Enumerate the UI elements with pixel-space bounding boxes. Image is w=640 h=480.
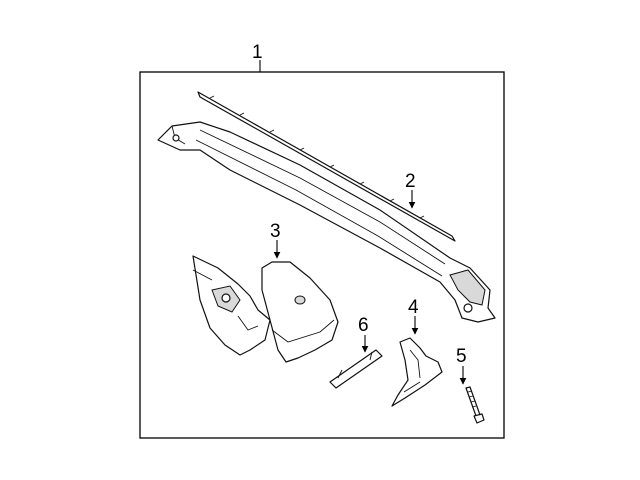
svg-text:1: 1 [252,42,263,63]
part-bolt [465,386,485,424]
svg-text:3: 3 [270,221,281,242]
part-end-cap [261,261,339,363]
part-plate [329,349,383,389]
part-roof-rail [157,121,496,323]
svg-text:4: 4 [408,297,419,318]
svg-text:5: 5 [456,346,467,367]
callout-2: 2 [405,171,416,209]
callout-3: 3 [270,221,281,259]
callout-1: 1 [252,42,263,72]
part-weatherstrip [197,91,456,242]
callout-4: 4 [408,297,419,335]
part-bracket [391,337,443,407]
svg-text:2: 2 [405,171,416,192]
callout-6: 6 [358,315,369,353]
callout-5: 5 [456,346,467,385]
part-rear-bracket [192,255,271,356]
svg-text:6: 6 [358,315,369,336]
diagram-frame [139,71,505,439]
